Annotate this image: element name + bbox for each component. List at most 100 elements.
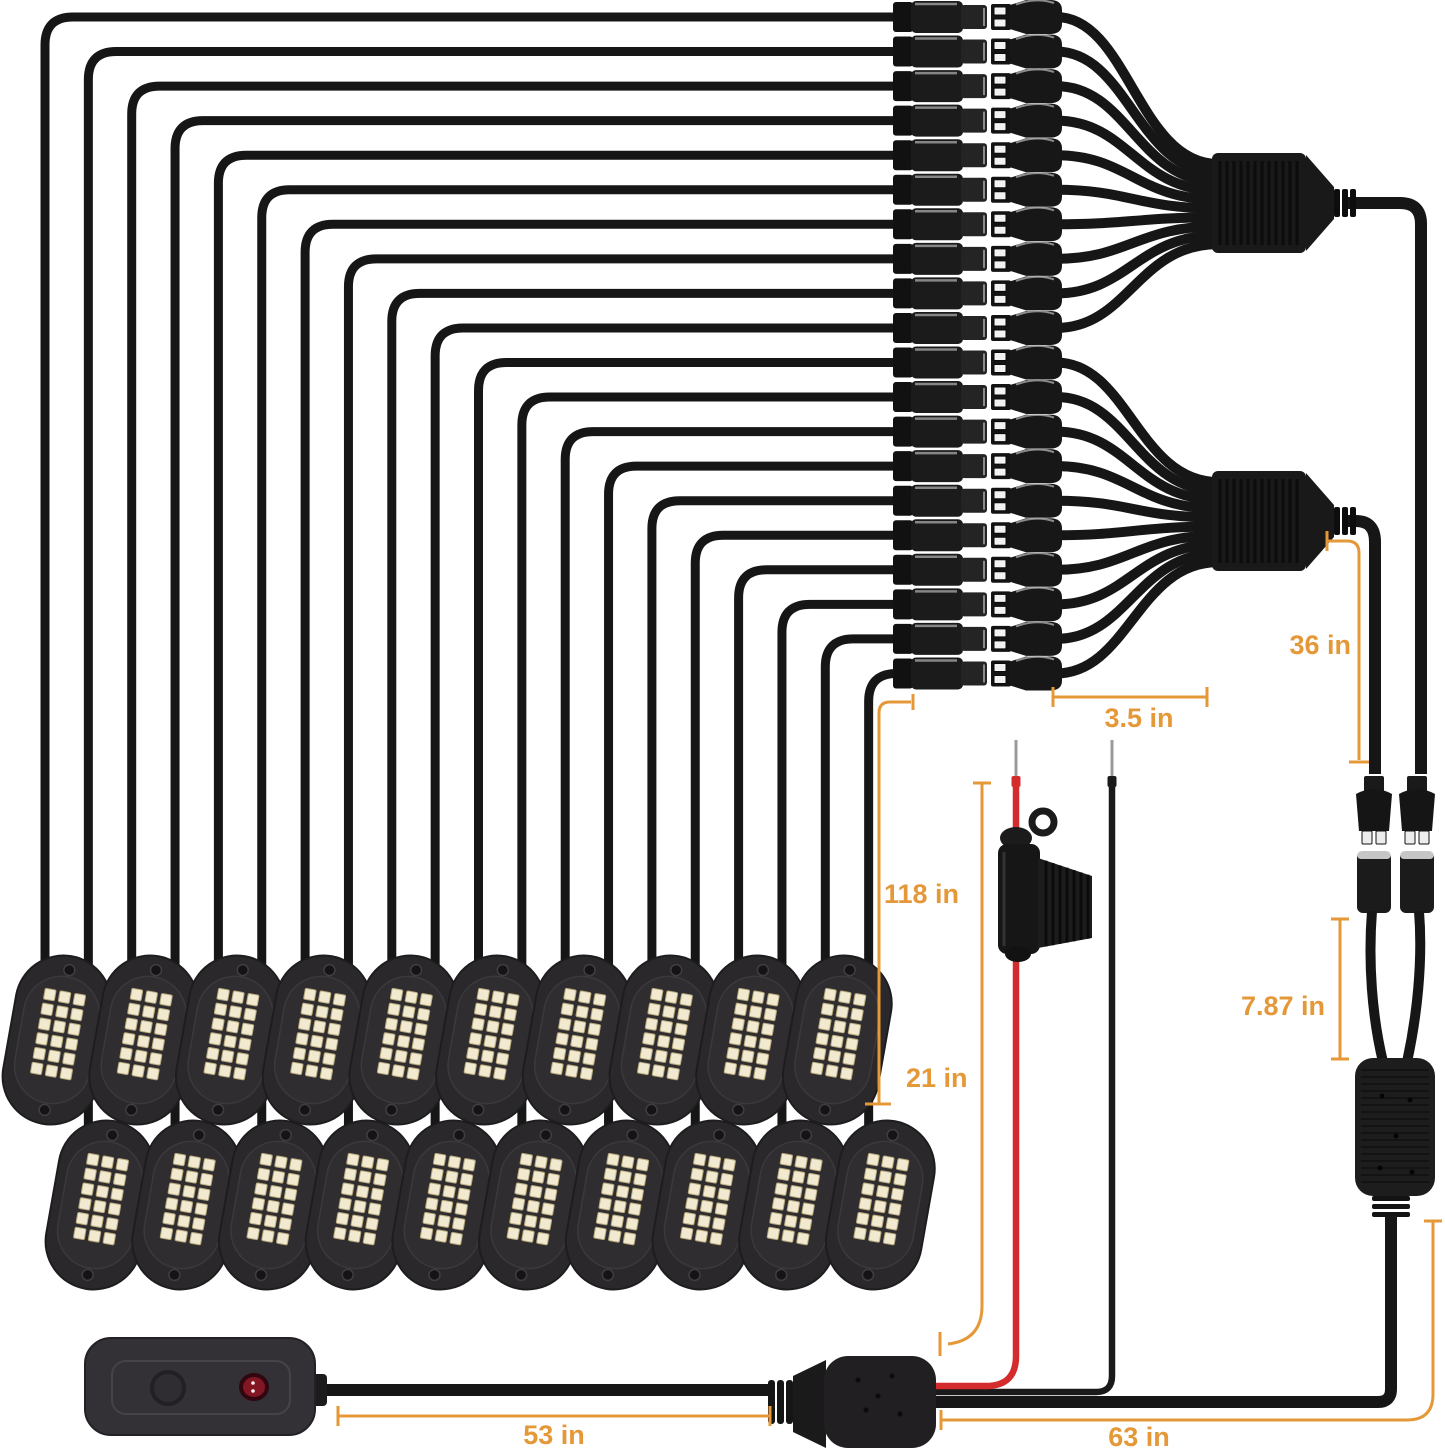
led-chip	[35, 1032, 49, 1046]
led-chip	[43, 987, 57, 1002]
led-chip	[261, 1229, 275, 1243]
pod-wire	[343, 254, 910, 1185]
pod-mount-hole	[254, 1268, 268, 1282]
male-connector-body	[1010, 483, 1062, 518]
y-splitter-dot	[1377, 1165, 1383, 1171]
pod-wire	[213, 150, 910, 1025]
led-chip	[238, 1037, 252, 1051]
led-chip	[202, 1158, 216, 1172]
led-chip	[246, 1226, 260, 1241]
led-chip	[804, 1187, 818, 1201]
led-chip	[761, 1022, 775, 1036]
led-chip	[228, 1005, 242, 1019]
female-connector-sleeve	[893, 278, 913, 309]
led-chip	[784, 1214, 798, 1228]
led-chip	[387, 1002, 401, 1016]
splitter-lead-wire	[1051, 221, 1223, 264]
male-connector-pin	[993, 628, 1007, 638]
rock-light-pod	[217, 1119, 329, 1291]
male-connector-highlight	[1015, 483, 1055, 490]
led-chip	[565, 1064, 579, 1078]
led-chip	[346, 1152, 360, 1167]
led-chip	[833, 1020, 847, 1034]
led-chip	[662, 1005, 676, 1019]
led-chip	[208, 1032, 223, 1046]
male-connector-pin	[993, 41, 1007, 51]
pod-mount-hole	[712, 1128, 726, 1142]
led-chip	[813, 1047, 827, 1061]
rock-light-pod	[608, 954, 720, 1126]
led-chip	[442, 1185, 456, 1199]
male-connector-highlight	[1015, 68, 1055, 75]
male-plug-pin	[1418, 830, 1430, 845]
led-chip	[37, 1017, 52, 1031]
male-connector-pin	[993, 674, 1007, 684]
male-connector-pin	[993, 455, 1007, 465]
led-chip	[281, 1202, 295, 1216]
led-chip	[486, 1020, 500, 1034]
y-splitter-dot	[1409, 1169, 1415, 1175]
male-plug-pin	[1361, 830, 1373, 845]
led-chip	[298, 1017, 312, 1031]
male-connector-highlight	[1015, 448, 1055, 455]
led-chip	[115, 1158, 129, 1172]
led-chip	[777, 1167, 791, 1181]
led-chip	[766, 993, 780, 1007]
y-splitter-neck-ring	[1372, 1212, 1410, 1217]
splitter-lead-wire	[1051, 557, 1223, 679]
led-chip	[743, 1034, 757, 1049]
female-connector-sleeve	[893, 520, 913, 551]
led-chip	[259, 1152, 273, 1167]
female-connector-sleeve	[893, 554, 913, 585]
led-chip	[144, 990, 158, 1004]
led-chip	[881, 1155, 895, 1169]
led-chip	[216, 987, 230, 1002]
led-chip	[367, 1202, 382, 1216]
power-wire-jacket-end	[1011, 776, 1021, 787]
pod-wire	[40, 12, 910, 1025]
measurement-label-m35: 3.5 in	[1104, 703, 1173, 733]
led-chip	[457, 1187, 471, 1201]
led-chip	[529, 1185, 543, 1199]
rock-light-pod	[131, 1119, 243, 1291]
led-chip	[666, 1066, 680, 1081]
measurement-label-m36: 36 in	[1289, 630, 1351, 660]
male-connector-highlight	[1015, 655, 1055, 662]
led-chip	[240, 1022, 255, 1036]
pod-wire	[127, 81, 910, 1025]
rock-light-pod	[824, 1119, 936, 1291]
male-connector-body	[1010, 241, 1062, 276]
led-chip	[289, 1158, 303, 1172]
pod-mount-hole	[125, 1103, 138, 1117]
led-chip	[254, 1182, 268, 1196]
led-chip	[870, 1214, 885, 1228]
led-chip	[373, 1172, 387, 1187]
power-button	[150, 1370, 186, 1406]
male-connector-pin	[993, 386, 1007, 396]
female-connector-body	[911, 277, 963, 310]
pod-mount-hole	[192, 1128, 206, 1142]
led-chip	[439, 1199, 454, 1214]
pod-mount-hole	[601, 1268, 615, 1282]
male-connector-pin	[993, 364, 1007, 373]
led-chip	[370, 1187, 384, 1201]
hub-thread-ring	[1350, 507, 1356, 535]
male-connector-body	[1010, 552, 1062, 587]
led-chip	[290, 1061, 304, 1076]
led-chip	[361, 1155, 375, 1169]
female-connector-body	[911, 450, 963, 483]
female-socket-body	[1400, 851, 1434, 913]
male-connector-highlight	[1015, 172, 1055, 179]
led-chip	[810, 1061, 824, 1076]
led-chip	[271, 1170, 285, 1184]
led-chip	[621, 1155, 635, 1169]
pod-mount-hole	[558, 1103, 572, 1117]
female-connector-body	[911, 173, 963, 206]
led-chip	[671, 1037, 686, 1051]
led-chip	[885, 1217, 899, 1231]
pod-mount-hole	[168, 1268, 181, 1282]
female-connector-sleeve	[893, 382, 913, 413]
led-grid	[376, 987, 433, 1081]
male-plug-pin	[1375, 830, 1387, 845]
male-connector-highlight	[1015, 586, 1055, 593]
